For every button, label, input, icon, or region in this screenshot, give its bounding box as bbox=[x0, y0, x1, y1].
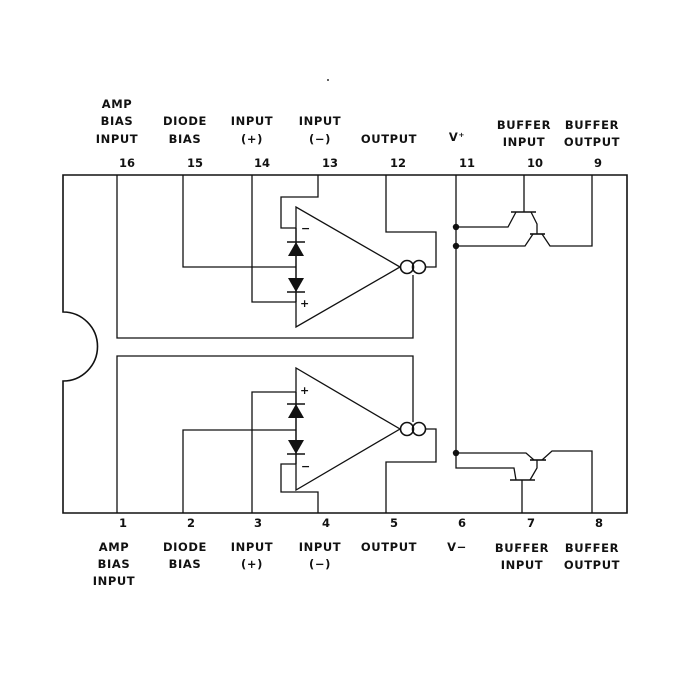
bottom-q1-emitter-wire bbox=[529, 460, 538, 481]
pin13-label-line1: INPUT bbox=[299, 114, 342, 128]
pin16-bias-wire bbox=[116, 175, 414, 339]
pin10-number: 10 bbox=[527, 156, 543, 170]
pin15-diode-bias-wire bbox=[182, 175, 296, 268]
top-current-source-circle-left bbox=[399, 259, 415, 275]
pin1-number: 1 bbox=[119, 516, 127, 530]
pin14-label-line2: (+) bbox=[241, 132, 263, 146]
top-diode-lower-icon bbox=[287, 278, 305, 293]
pin10-label-line2: INPUT bbox=[503, 135, 546, 149]
pin12-output-wire bbox=[385, 175, 437, 268]
pin15-label-line1: DIODE bbox=[163, 114, 207, 128]
bottom-current-source-circle-right bbox=[411, 421, 427, 437]
bottom-q1-collector-wire bbox=[455, 453, 517, 481]
pin7-number: 7 bbox=[527, 516, 535, 530]
pin4-label-line1: INPUT bbox=[299, 540, 342, 554]
pin13-label-line2: (−) bbox=[309, 132, 331, 146]
top-q2-collector-wire bbox=[456, 233, 534, 247]
pin2-diode-bias-wire bbox=[182, 429, 296, 513]
pin6-label-line1: V− bbox=[447, 540, 467, 554]
pin15-label-line2: BIAS bbox=[169, 132, 202, 146]
bottom-pin-numbers: 1 2 3 4 5 6 7 8 bbox=[119, 516, 603, 530]
pin1-bias-wire bbox=[116, 355, 414, 513]
top-q1-emitter-wire bbox=[530, 211, 538, 234]
top-amplifier-section: − + bbox=[116, 175, 437, 339]
pin12-number: 12 bbox=[390, 156, 406, 170]
pin14-number: 14 bbox=[254, 156, 270, 170]
bottom-amplifier-section: + − bbox=[116, 355, 437, 513]
pin11-number: 11 bbox=[459, 156, 475, 170]
pin4-label-line2: (−) bbox=[309, 557, 331, 571]
bottom-diode-lower-icon bbox=[287, 440, 305, 455]
pin4-number: 4 bbox=[322, 516, 330, 530]
top-opamp-triangle bbox=[295, 205, 402, 329]
top-buffer-transistors bbox=[456, 175, 593, 247]
bottom-pin-labels: AMP BIAS INPUT DIODE BIAS INPUT (+) INPU… bbox=[93, 540, 620, 588]
bottom-q2-collector-wire bbox=[456, 452, 535, 461]
pin3-label-line1: INPUT bbox=[231, 540, 274, 554]
pin11-label-line1: V⁺ bbox=[449, 130, 465, 144]
pin10-label-line1: BUFFER bbox=[497, 118, 551, 132]
top-opamp-plus-sign: + bbox=[300, 297, 309, 310]
pin13-number: 13 bbox=[322, 156, 338, 170]
pin3-input-wire bbox=[251, 391, 296, 513]
pin9-label-line1: BUFFER bbox=[565, 118, 619, 132]
bottom-current-source-circle-left bbox=[399, 421, 415, 437]
pin9-number: 9 bbox=[594, 156, 602, 170]
pin1-label-line3: INPUT bbox=[93, 574, 136, 588]
pin5-number: 5 bbox=[390, 516, 398, 530]
pin3-number: 3 bbox=[254, 516, 262, 530]
bottom-opamp-plus-sign: + bbox=[300, 384, 309, 397]
top-q2-emitter-wire bbox=[541, 175, 593, 247]
pin5-output-wire bbox=[385, 428, 437, 513]
pin8-label-line2: OUTPUT bbox=[564, 558, 620, 572]
pin12-label-line1: OUTPUT bbox=[361, 132, 417, 146]
pin5-label-line1: OUTPUT bbox=[361, 540, 417, 554]
pin7-label-line1: BUFFER bbox=[495, 541, 549, 555]
pin1-label-line1: AMP bbox=[99, 540, 130, 554]
pin2-label-line2: BIAS bbox=[169, 557, 202, 571]
pin1-label-line2: BIAS bbox=[98, 557, 131, 571]
pin16-label-line3: INPUT bbox=[96, 132, 139, 146]
pin15-number: 15 bbox=[187, 156, 203, 170]
package-outline bbox=[62, 174, 628, 514]
pin9-label-line2: OUTPUT bbox=[564, 135, 620, 149]
pin14-input-wire bbox=[251, 175, 296, 303]
pin3-label-line2: (+) bbox=[241, 557, 263, 571]
pin2-number: 2 bbox=[187, 516, 195, 530]
pin13-input-wire bbox=[280, 175, 319, 229]
bottom-opamp-minus-sign: − bbox=[301, 460, 310, 473]
pin16-number: 16 bbox=[119, 156, 135, 170]
pin16-label-line2: BIAS bbox=[101, 114, 134, 128]
bottom-buffer-transistors bbox=[455, 450, 593, 513]
pin8-label-line1: BUFFER bbox=[565, 541, 619, 555]
pin8-number: 8 bbox=[595, 516, 603, 530]
pin4-input-wire bbox=[280, 463, 319, 513]
pin16-label-line1: AMP bbox=[102, 97, 133, 111]
pin6-number: 6 bbox=[458, 516, 466, 530]
bottom-q2-emitter-wire bbox=[541, 450, 593, 513]
top-opamp-minus-sign: − bbox=[301, 222, 310, 235]
top-diode-upper-icon bbox=[287, 241, 305, 256]
top-pin-numbers: 16 15 14 13 12 11 10 9 bbox=[119, 156, 602, 170]
top-current-source-circle-right bbox=[411, 259, 427, 275]
pin7-label-line2: INPUT bbox=[501, 558, 544, 572]
pin14-label-line1: INPUT bbox=[231, 114, 274, 128]
bottom-diode-upper-icon bbox=[287, 403, 305, 418]
pin2-label-line1: DIODE bbox=[163, 540, 207, 554]
bottom-opamp-triangle bbox=[295, 366, 402, 492]
top-pin-labels: AMP BIAS INPUT DIODE BIAS INPUT (+) INPU… bbox=[96, 97, 620, 149]
top-q1-collector-wire bbox=[456, 211, 517, 228]
